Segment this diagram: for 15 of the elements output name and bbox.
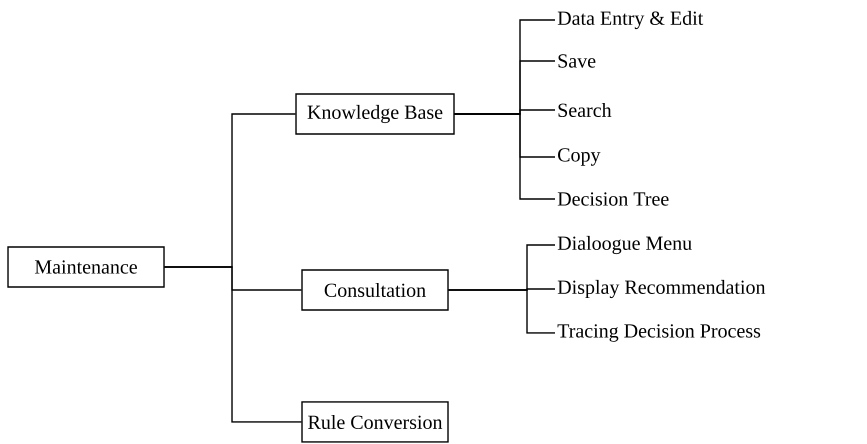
process-box: Knowledge Base [295,93,455,135]
item-label: Tracing Decision Process [558,324,760,342]
process-box: Consultation [301,269,449,311]
item-label: Data Entry & Edit [558,10,704,30]
item-label: Decision Tree [558,192,669,206]
item-label: Copy [558,148,600,166]
process-box: Maintenance [7,246,165,288]
connector-line [454,113,555,200]
process-box: Rule Conversion [301,401,449,443]
item-label: Search [558,102,612,118]
connector-line [164,266,302,423]
item-label: Display Recommendation [558,280,766,298]
item-label: Dialoogue Menu [558,236,692,254]
connector-line [448,289,555,334]
item-label: Save [558,54,596,68]
